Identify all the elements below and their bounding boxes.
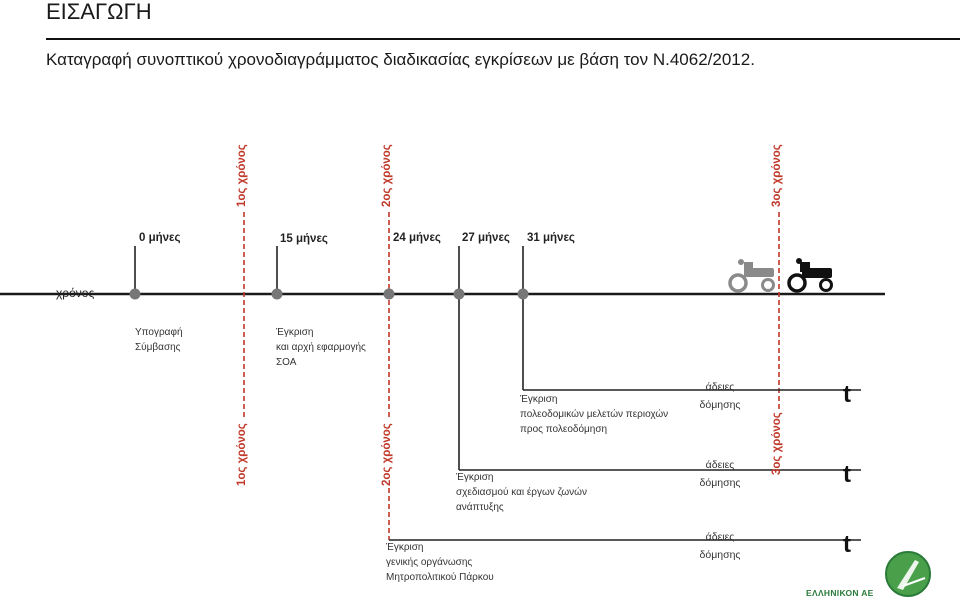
permits-line: άδειες (705, 381, 735, 393)
desc-line: Έγκριση (456, 472, 494, 483)
permits-line: άδειες (705, 531, 735, 543)
month-label-31: 31 μήνες (527, 232, 575, 244)
desc-line: προς πολεοδόμηση (520, 424, 608, 435)
time-axis-label: χρόνος (56, 286, 95, 300)
milestone-desc-0: Υπογραφή Σύμβασης (135, 325, 183, 355)
desc-line: Έγκριση (520, 394, 558, 405)
desc-line: Σύμβασης (135, 342, 181, 353)
permits-line: άδειες (705, 459, 735, 471)
permits-line: δόμησης (699, 477, 741, 489)
milestone-node-27 (453, 288, 465, 300)
page-title: ΕΙΣΑΓΩΓΗ (46, 0, 152, 24)
month-label-0: 0 μήνες (139, 232, 181, 244)
desc-line: Έγκριση (386, 542, 424, 553)
milestone-node-15 (271, 288, 283, 300)
desc-line: Μητροπολιτικού Πάρκου (386, 572, 494, 583)
year3-label-top: 3ος χρόνος (771, 144, 783, 207)
year1-label-top: 1ος χρόνος (236, 144, 248, 207)
page-subtitle: Καταγραφή συνοπτικού χρονοδιαγράμματος δ… (46, 50, 755, 69)
desc-line: σχεδιασμού και έργων ζωνών (456, 487, 587, 498)
milestone-desc-24: Έγκριση γενικής οργάνωσης Μητροπολιτικού… (386, 540, 494, 585)
month-label-15: 15 μήνες (280, 233, 328, 245)
month-label-27: 27 μήνες (462, 232, 510, 244)
t-symbol-1: t (843, 381, 851, 408)
desc-line: και αρχή εφαρμογής (276, 342, 366, 353)
permits-label-1: άδειες δόμησης (690, 378, 750, 414)
year2-label-bottom: 2ος χρόνος (381, 423, 393, 486)
hellinikon-logo-icon (885, 551, 931, 597)
desc-line: πολεοδομικών μελετών περιοχών (520, 409, 669, 420)
tractor-black-icon (787, 258, 833, 293)
brand-name: ΕΛΛΗΝΙΚΟΝ ΑΕ (806, 588, 874, 598)
milestone-node-31 (517, 288, 529, 300)
milestone-desc-31: Έγκριση πολεοδομικών μελετών περιοχών πρ… (520, 392, 668, 437)
desc-line: ΣΟΑ (276, 357, 297, 368)
milestone-desc-27: Έγκριση σχεδιασμού και έργων ζωνών ανάπτ… (456, 470, 587, 515)
title-divider (46, 38, 960, 40)
milestone-desc-15: Έγκριση και αρχή εφαρμογής ΣΟΑ (276, 325, 366, 370)
permits-label-3: άδειες δόμησης (690, 528, 750, 564)
desc-line: Έγκριση (276, 327, 314, 338)
year2-label-top: 2ος χρόνος (381, 144, 393, 207)
tractor-grey-icon (728, 259, 775, 293)
t-symbol-2: t (843, 461, 851, 488)
permits-label-2: άδειες δόμησης (690, 456, 750, 492)
desc-line: ανάπτυξης (456, 502, 504, 513)
month-label-24: 24 μήνες (393, 232, 441, 244)
year3-label-bottom: 3ος χρόνος (771, 412, 783, 475)
permits-line: δόμησης (699, 549, 741, 561)
desc-line: γενικής οργάνωσης (386, 557, 473, 568)
milestone-node-24 (383, 288, 395, 300)
year1-label-bottom: 1ος χρόνος (236, 423, 248, 486)
t-symbol-3: t (843, 531, 851, 558)
milestone-node-0 (129, 288, 141, 300)
desc-line: Υπογραφή (135, 327, 183, 338)
permits-line: δόμησης (699, 399, 741, 411)
